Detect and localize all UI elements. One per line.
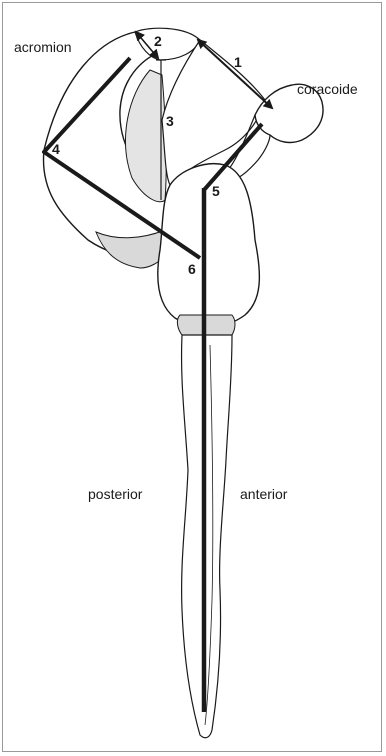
number-5: 5 [212, 184, 220, 198]
label-acromion: acromion [14, 40, 72, 54]
glenoid-body [158, 164, 260, 327]
label-anterior: anterior [240, 487, 287, 501]
number-6: 6 [188, 262, 196, 276]
number-4: 4 [52, 142, 60, 156]
number-1: 1 [234, 55, 242, 69]
label-coracoide: coracoide [297, 82, 358, 96]
number-3: 3 [166, 114, 174, 128]
scapular-blade [182, 335, 232, 738]
number-2: 2 [154, 34, 162, 48]
label-posterior: posterior [88, 487, 142, 501]
